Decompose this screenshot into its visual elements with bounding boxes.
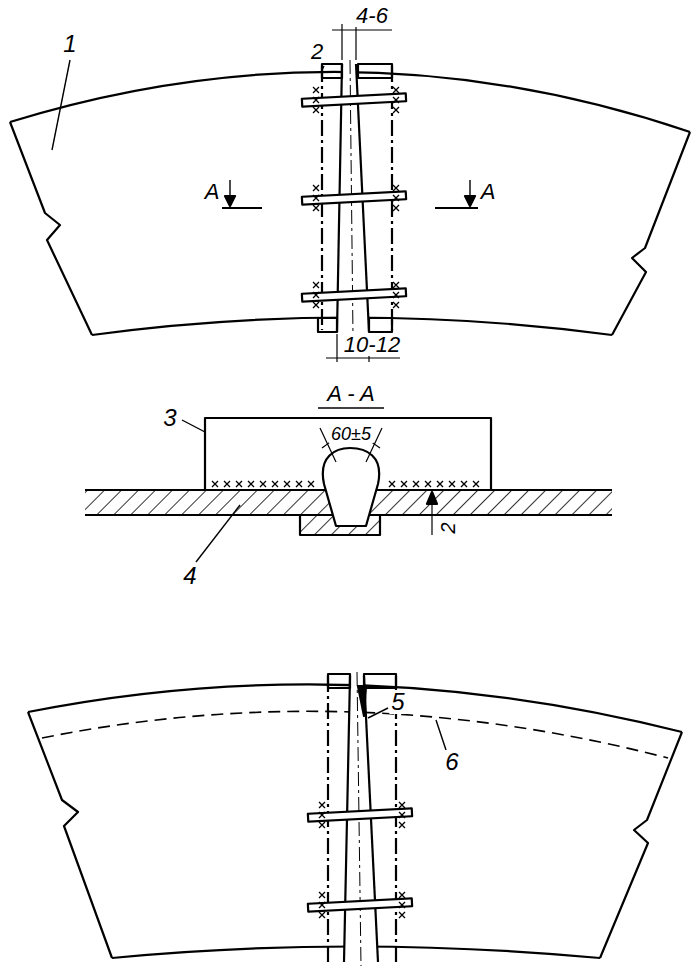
weld-mark — [393, 282, 399, 288]
base-plate — [85, 490, 336, 515]
weld-mark — [224, 481, 230, 487]
arrowhead — [225, 196, 235, 206]
weld-mark — [399, 812, 405, 818]
weld-mark — [399, 802, 405, 808]
dimension-line — [326, 357, 400, 358]
section-mark — [222, 207, 262, 209]
callout-number: 2 — [309, 41, 325, 63]
section-letter: A — [203, 181, 222, 203]
backing-strip-end — [318, 318, 337, 332]
base-plate — [366, 490, 612, 515]
tack-weld — [358, 686, 366, 716]
section-title: A - A — [325, 383, 376, 405]
weld-mark — [313, 282, 319, 288]
weld-mark — [393, 185, 399, 191]
clamp-plate — [302, 288, 406, 301]
weld-mark — [319, 812, 325, 818]
weld-mark — [473, 481, 479, 487]
clamp-plate — [302, 93, 406, 106]
dimension-text: 10-12 — [342, 334, 402, 356]
break-edge — [10, 122, 92, 335]
leader-line — [182, 420, 205, 432]
weld-mark — [272, 481, 278, 487]
dimension-text: 2 — [438, 520, 458, 535]
weld-mark — [313, 195, 319, 201]
weld-mark — [399, 892, 405, 898]
weld-mark — [319, 892, 325, 898]
leader-line — [52, 60, 70, 150]
backing-strip-end — [358, 64, 392, 78]
weld-mark — [461, 481, 467, 487]
backing-strip-end — [364, 674, 396, 688]
weld-mark — [313, 185, 319, 191]
weld-mark — [393, 205, 399, 211]
weld-mark — [313, 107, 319, 113]
weld-mark — [399, 902, 405, 908]
weld-mark — [319, 802, 325, 808]
weld-mark — [248, 481, 254, 487]
weld-mark — [425, 481, 431, 487]
backing-strip-end — [369, 318, 392, 332]
backing-strip-end — [322, 64, 342, 78]
clamp-plate — [308, 898, 412, 911]
callout-number: 3 — [161, 406, 178, 430]
weld-mark — [296, 481, 302, 487]
weld-mark — [393, 292, 399, 298]
weld-mark — [449, 481, 455, 487]
weld-mark — [313, 87, 319, 93]
weld-mark — [393, 195, 399, 201]
weld-mark — [313, 205, 319, 211]
leader-line — [322, 66, 324, 70]
leader-line — [436, 720, 446, 750]
weld-mark — [313, 292, 319, 298]
weld-mark — [401, 481, 407, 487]
weld-mark — [260, 481, 266, 487]
title-underline — [318, 407, 384, 408]
section-mark — [435, 207, 478, 209]
break-edge — [612, 132, 690, 335]
weld-mark — [393, 302, 399, 308]
weld-mark — [236, 481, 242, 487]
arrowhead — [427, 492, 437, 504]
clamp-plate — [308, 808, 412, 821]
weld-mark — [313, 97, 319, 103]
leader-line — [196, 505, 240, 562]
leader-line — [368, 708, 388, 718]
section-letter: A — [479, 181, 498, 203]
weld-mark — [212, 481, 218, 487]
callout-number: 4 — [181, 564, 198, 588]
clamp-plate — [302, 191, 406, 204]
backing-strip — [395, 676, 397, 962]
weld-mark — [413, 481, 419, 487]
weld-bead — [323, 448, 379, 526]
callout-number: 6 — [443, 750, 460, 774]
callout-number: 1 — [61, 32, 78, 56]
weld-mark — [393, 107, 399, 113]
weld-mark — [313, 302, 319, 308]
weld-mark — [393, 97, 399, 103]
weld-mark — [308, 481, 314, 487]
weld-mark — [399, 912, 405, 918]
weld-mark — [393, 87, 399, 93]
weld-mark — [389, 481, 395, 487]
backing-strip-end — [328, 674, 350, 688]
dimension-line — [332, 29, 392, 30]
arrowhead — [465, 196, 475, 206]
weld-mark — [319, 902, 325, 908]
weld-mark — [284, 481, 290, 487]
dimension-text: 60±5 — [329, 425, 373, 443]
break-edge — [28, 712, 112, 958]
weld-mark — [437, 481, 443, 487]
weld-mark — [399, 822, 405, 828]
callout-number: 5 — [389, 690, 406, 714]
break-edge — [600, 732, 682, 958]
weld-mark — [319, 822, 325, 828]
dimension-text: 4-6 — [354, 5, 390, 27]
weld-mark — [319, 912, 325, 918]
extension-line — [420, 489, 440, 490]
